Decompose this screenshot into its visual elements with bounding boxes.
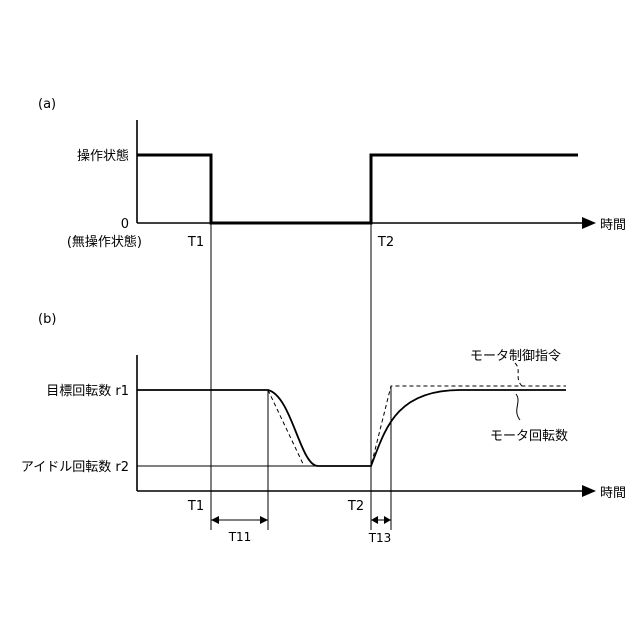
interval-t13-label: T13 <box>368 531 392 545</box>
panel-a-x-axis-label: 時間 <box>600 218 626 233</box>
panel-b-y-r1-label: 目標回転数 r1 <box>46 384 129 399</box>
interval-t13-arrow-right <box>384 516 391 524</box>
interval-t11-arrow-left <box>211 516 219 524</box>
interval-t11-arrow-right <box>260 516 268 524</box>
legend-command-leader <box>515 363 522 386</box>
legend-speed-leader <box>516 394 520 420</box>
interval-t11-label: T11 <box>228 530 252 544</box>
interval-t13-arrow-left <box>371 516 378 524</box>
panel-b-label: (b) <box>38 312 56 327</box>
legend-motor-control-command: モータ制御指令 <box>470 349 561 364</box>
operation-state-signal <box>137 155 578 223</box>
panel-a-y-zero-label: 0 <box>121 217 129 232</box>
panel-b-time-mark-t2: T2 <box>347 499 364 514</box>
panel-b-x-arrow <box>582 485 596 497</box>
panel-b-y-r2-label: アイドル回転数 r2 <box>21 460 129 475</box>
legend-motor-speed: モータ回転数 <box>490 429 568 444</box>
panel-b-x-axis-label: 時間 <box>600 486 626 501</box>
panel-a-y-high-label: 操作状態 <box>77 148 129 164</box>
panel-b-time-mark-t1: T1 <box>187 499 204 514</box>
panel-a-time-mark-t1: T1 <box>187 235 204 250</box>
panel-a-time-mark-t2: T2 <box>377 235 394 250</box>
panel-a-label: (a) <box>38 97 56 112</box>
motor-speed-curve <box>137 390 566 466</box>
panel-a-x-arrow <box>582 217 596 229</box>
panel-a-y-zero-sublabel: (無操作状態) <box>67 234 142 250</box>
